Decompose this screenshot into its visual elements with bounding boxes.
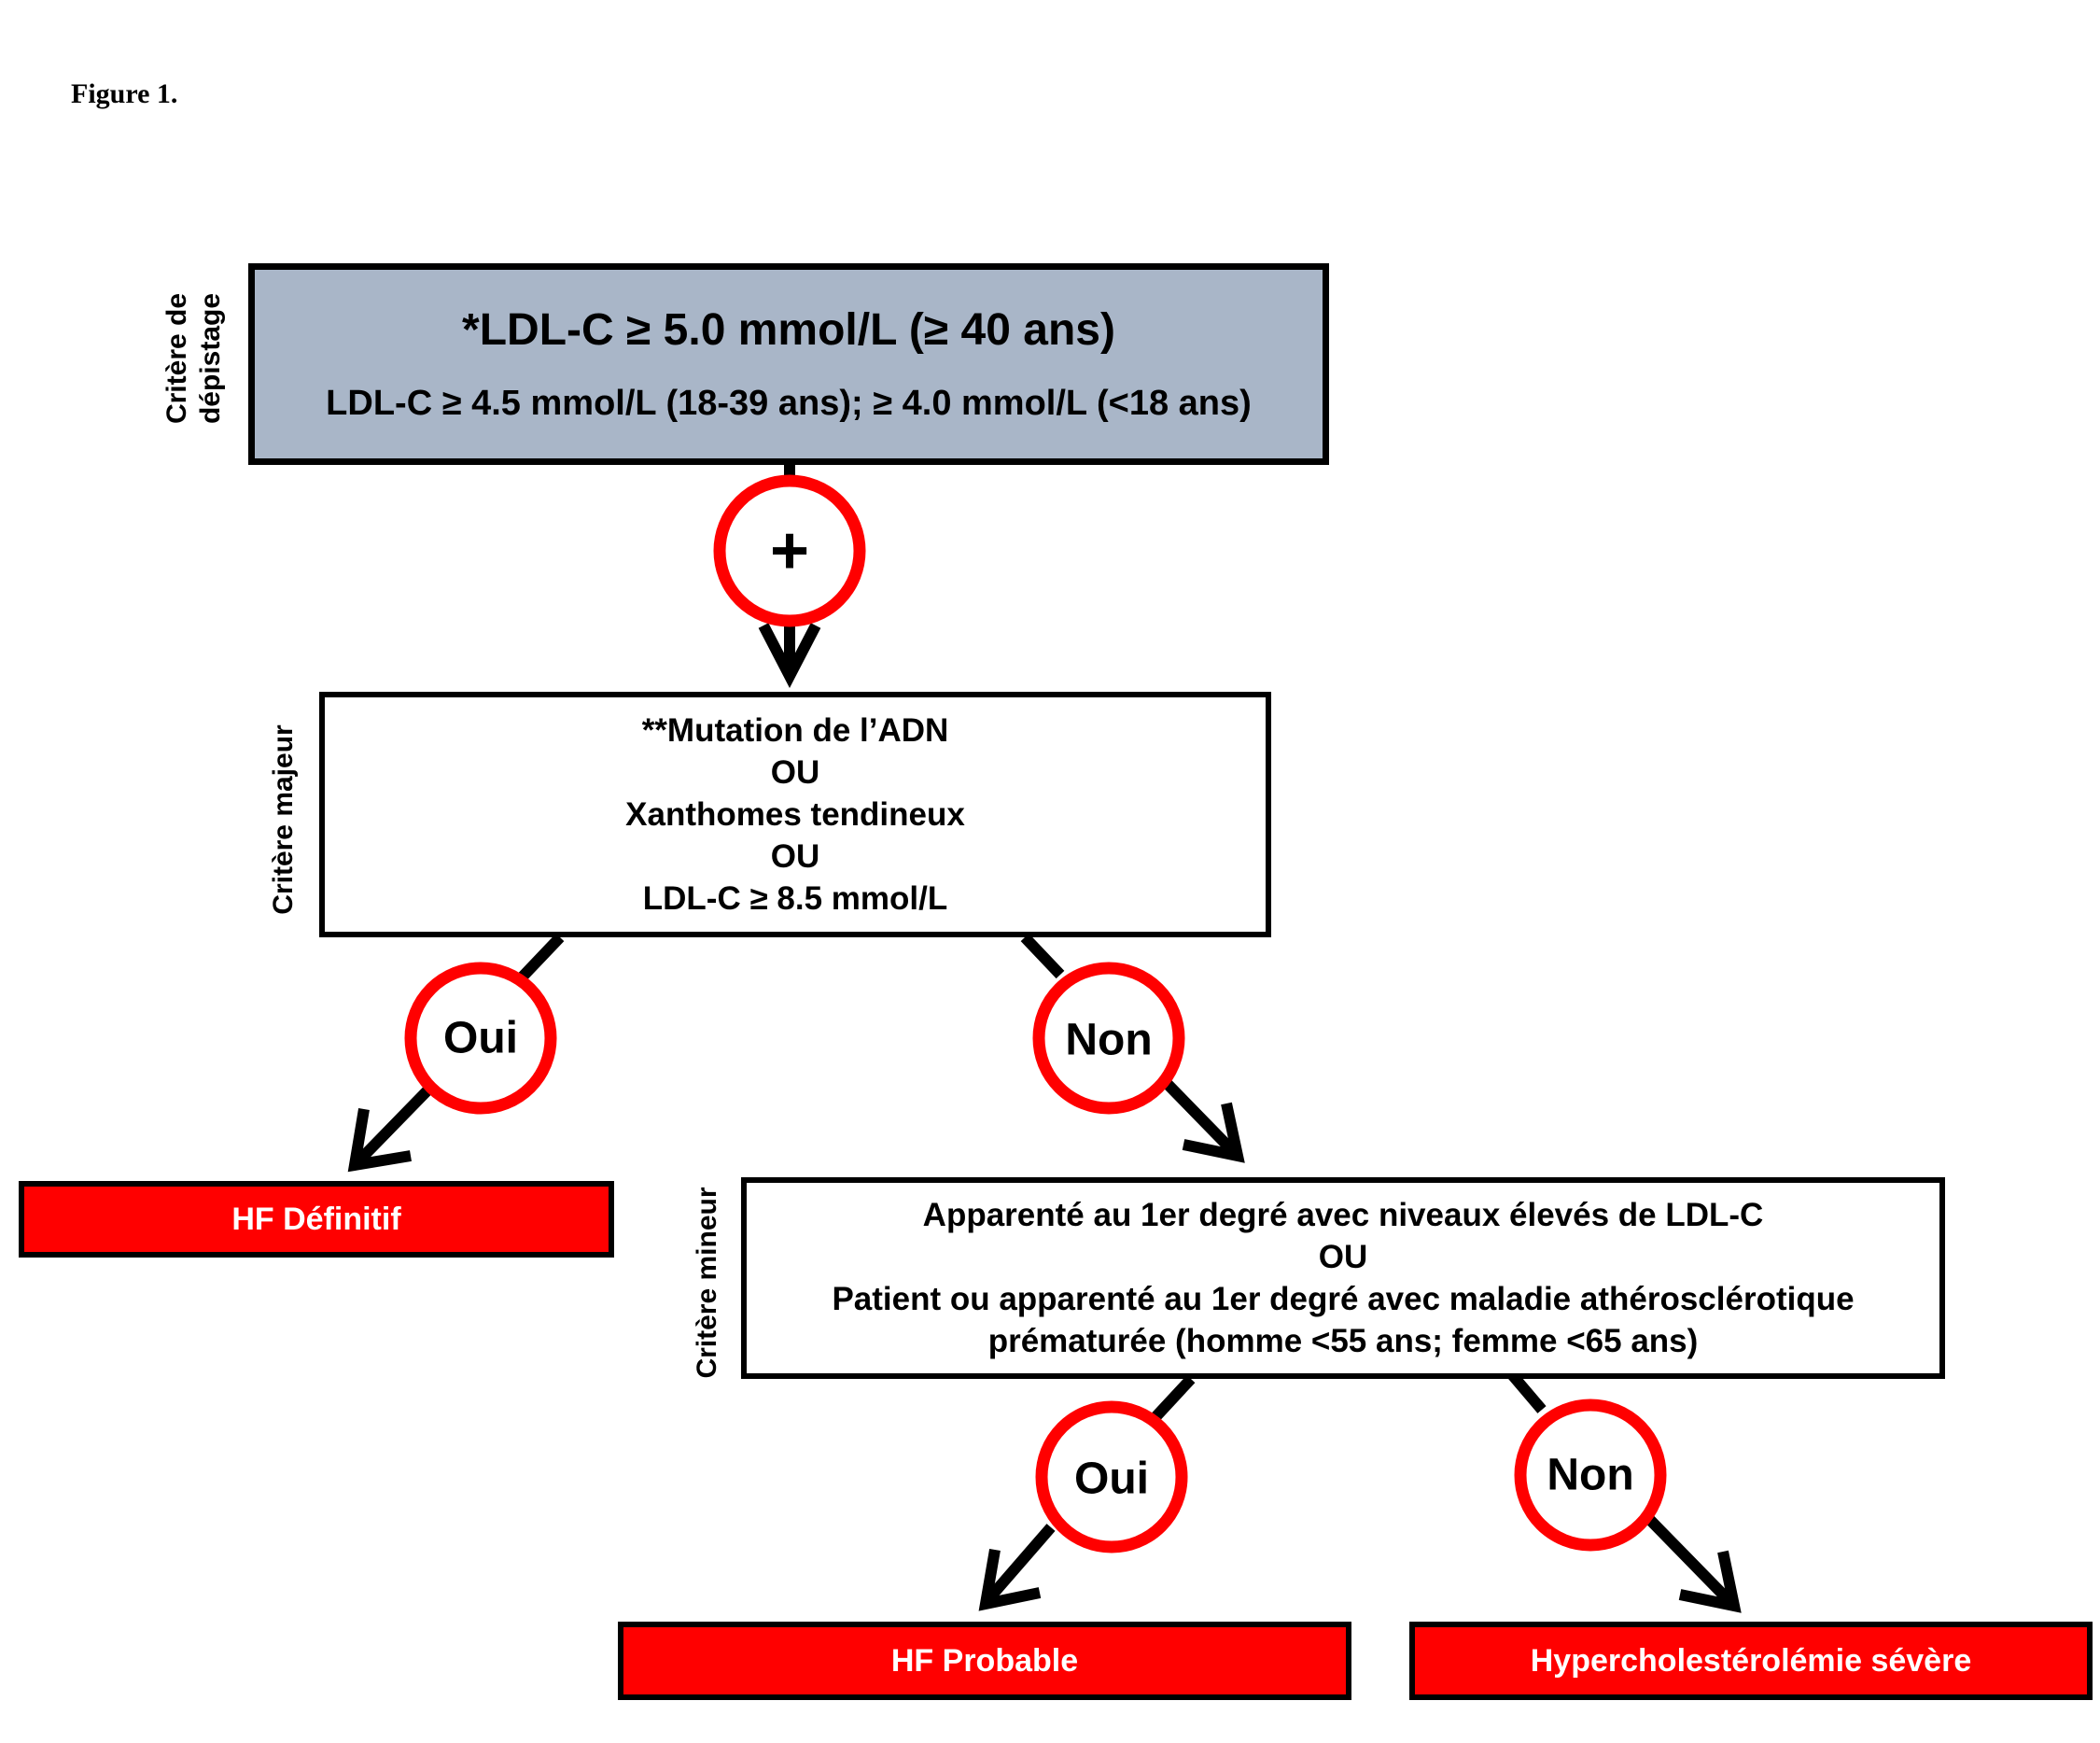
result-hypercholesterolemie-severe-label: Hypercholestérolémie sévère bbox=[1530, 1642, 1972, 1679]
arrowhead-probable bbox=[978, 1548, 1042, 1611]
screening-line-1: *LDL-C ≥ 5.0 mmol/L (≥ 40 ans) bbox=[462, 305, 1115, 355]
result-hf-probable-label: HF Probable bbox=[890, 1642, 1079, 1679]
screening-side-label-line1: Critère de bbox=[161, 292, 192, 425]
major-criteria-line: OU bbox=[770, 838, 820, 875]
minor-side-label: Critère mineur bbox=[692, 1187, 722, 1379]
major-side-label: Critère majeur bbox=[268, 724, 299, 915]
minor-criteria-line: OU bbox=[1318, 1239, 1368, 1275]
minor-yes-circle bbox=[1035, 1400, 1188, 1553]
major-criteria-line: LDL-C ≥ 8.5 mmol/L bbox=[642, 880, 948, 917]
connector-minor-yes-top bbox=[1151, 1374, 1196, 1422]
connector-major-yes-top bbox=[518, 933, 565, 981]
major-criteria-line: **Mutation de l’ADN bbox=[641, 712, 949, 749]
major-criteria-line: OU bbox=[770, 754, 820, 791]
figure-label: Figure 1. bbox=[71, 78, 178, 109]
result-hf-probable: HF Probable bbox=[618, 1622, 1351, 1700]
result-hf-definitif: HF Définitif bbox=[19, 1181, 614, 1258]
major-criteria-box: **Mutation de l’ADN OU Xanthomes tendine… bbox=[319, 692, 1271, 937]
minor-no-circle bbox=[1514, 1399, 1667, 1552]
plus-circle bbox=[713, 474, 866, 627]
major-no-label: Non bbox=[1065, 1016, 1152, 1065]
major-criteria-line: Xanthomes tendineux bbox=[625, 796, 965, 833]
arrowhead-minor bbox=[1182, 1102, 1245, 1163]
minor-criteria-line: Patient ou apparenté au 1er degré avec m… bbox=[832, 1281, 1855, 1317]
minor-no-label: Non bbox=[1547, 1451, 1633, 1500]
connector-minor-no-bottom bbox=[1642, 1511, 1733, 1605]
plus-symbol: + bbox=[770, 513, 809, 588]
screening-line-2: LDL-C ≥ 4.5 mmol/L (18-39 ans); ≥ 4.0 mm… bbox=[326, 384, 1252, 423]
arrowhead-major bbox=[758, 623, 821, 689]
minor-criteria-box: Apparenté au 1er degré avec niveaux élev… bbox=[741, 1177, 1945, 1379]
major-no-circle bbox=[1032, 962, 1185, 1115]
minor-yes-label: Oui bbox=[1074, 1455, 1149, 1504]
minor-criteria-line: Apparenté au 1er degré avec niveaux élev… bbox=[922, 1197, 1764, 1233]
major-yes-circle bbox=[404, 962, 557, 1115]
connector-major-no-bottom bbox=[1153, 1069, 1237, 1155]
screening-side-label: Critère de dépistage bbox=[161, 293, 228, 424]
major-yes-label: Oui bbox=[443, 1014, 518, 1063]
arrowhead-definitif bbox=[347, 1108, 412, 1173]
connector-minor-yes-bottom bbox=[985, 1524, 1056, 1602]
screening-criteria-box: *LDL-C ≥ 5.0 mmol/L (≥ 40 ans) LDL-C ≥ 4… bbox=[248, 263, 1329, 465]
result-hypercholesterolemie-severe: Hypercholestérolémie sévère bbox=[1409, 1622, 2093, 1700]
minor-criteria-line: prématurée (homme <55 ans; femme <65 ans… bbox=[987, 1323, 1699, 1359]
screening-side-label-line2: dépistage bbox=[195, 292, 226, 425]
connector-major-yes-bottom bbox=[354, 1084, 434, 1166]
arrowhead-severe bbox=[1678, 1550, 1742, 1613]
connector-major-no-top bbox=[1020, 933, 1065, 979]
result-hf-definitif-label: HF Définitif bbox=[231, 1201, 401, 1237]
